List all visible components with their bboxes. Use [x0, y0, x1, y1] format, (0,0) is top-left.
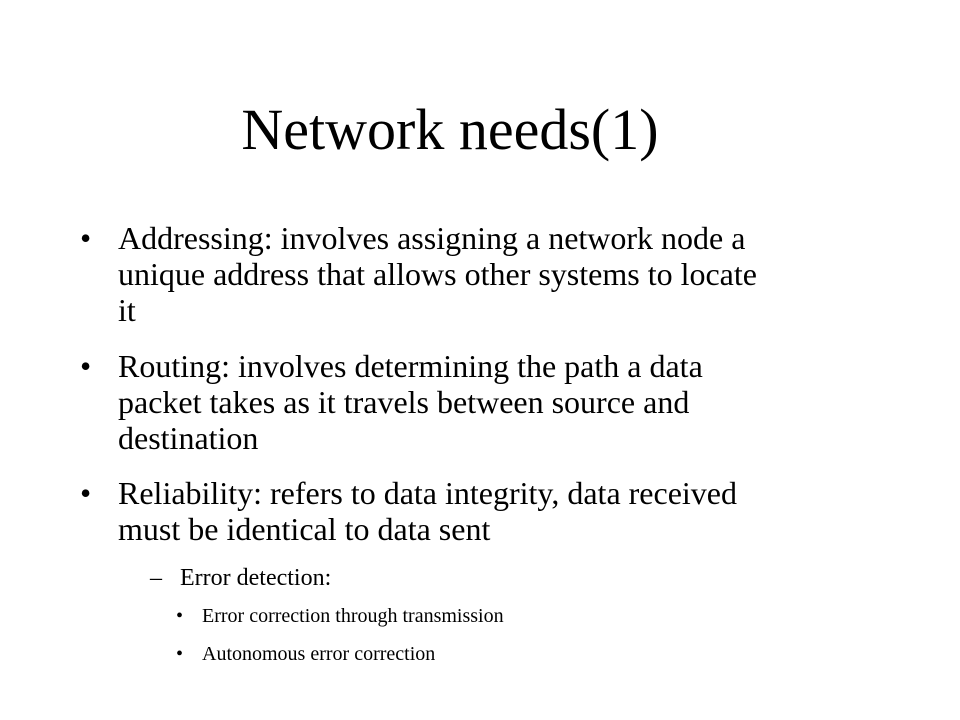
bullet-text: Reliability: refers to data integrity, d… [118, 475, 878, 547]
sub-sub-bullet-marker: • [176, 605, 184, 627]
sub-bullet-marker: – [150, 565, 162, 591]
bullet-line: destination [118, 420, 259, 456]
bullet-marker: • [80, 220, 92, 256]
sub-sub-bullet-autonomous: • Autonomous error correction [176, 642, 876, 666]
sub-sub-bullet-text: Autonomous error correction [202, 643, 436, 665]
bullet-line: packet takes as it travels between sourc… [118, 384, 690, 420]
sub-sub-bullet-retransmission: • Error correction through transmission [176, 604, 876, 628]
bullet-line: Addressing: involves assigning a network… [118, 220, 746, 256]
bullet-line: Reliability: refers to data integrity, d… [118, 475, 737, 511]
bullet-text: Routing: involves determining the path a… [118, 348, 878, 456]
bullet-line: unique address that allows other systems… [118, 256, 757, 292]
bullet-line: must be identical to data sent [118, 511, 491, 547]
slide-title: Network needs(1) [241, 97, 659, 162]
sub-bullet-error-detection: –Error detection: [150, 564, 850, 592]
bullet-marker: • [80, 348, 92, 384]
sub-bullet-text: Error detection: [180, 565, 332, 591]
sub-sub-bullet-marker: • [176, 643, 184, 665]
bullet-line: it [118, 292, 136, 328]
sub-sub-bullet-text: Error correction through transmission [202, 605, 504, 627]
bullet-line: Routing: involves determining the path a… [118, 348, 703, 384]
bullet-marker: • [80, 475, 92, 511]
bullet-text: Addressing: involves assigning a network… [118, 220, 878, 328]
